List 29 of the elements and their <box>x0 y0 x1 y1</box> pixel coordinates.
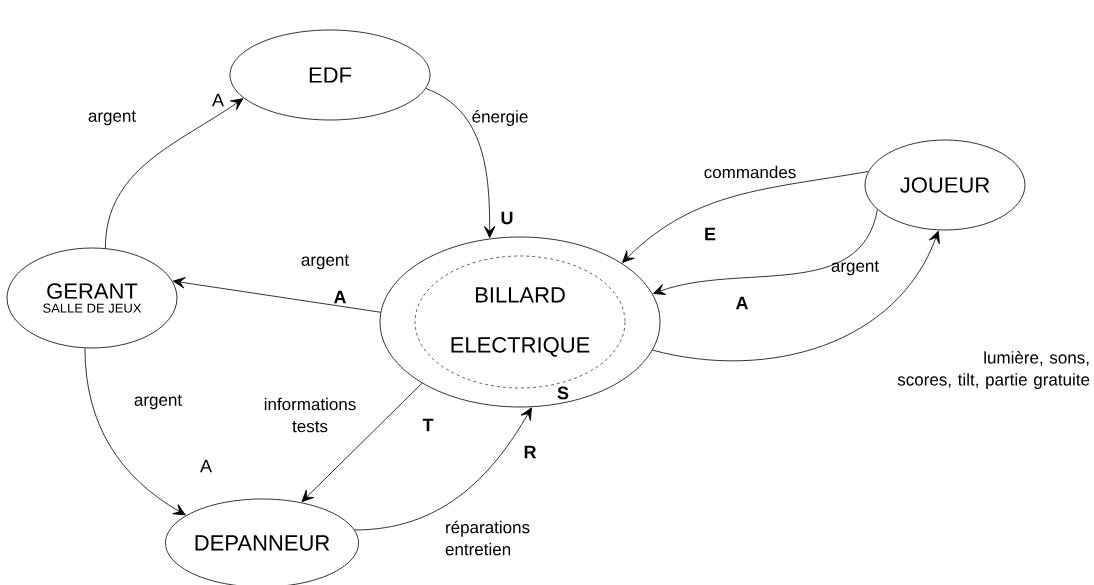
ellipse-node: EDF <box>229 29 431 121</box>
flow-letter: E <box>705 227 716 241</box>
arrow <box>622 171 869 263</box>
arrow <box>354 407 532 531</box>
edge-label: énergie <box>472 110 528 126</box>
arrow <box>301 382 423 503</box>
arrow <box>84 347 186 516</box>
flow-letter: A <box>333 290 347 304</box>
ellipse-node: JOUEUR <box>864 139 1026 231</box>
flow-letter: A <box>735 296 749 310</box>
arrow <box>652 230 940 362</box>
arrow <box>172 277 381 313</box>
edge-label: lumière, sons, scores, tilt, partie gratuite <box>897 350 1090 389</box>
flow-letter: A <box>200 459 212 473</box>
arrow <box>653 209 878 295</box>
flow-letter: A <box>212 93 224 107</box>
edge-label: commandes <box>704 165 796 179</box>
arrow <box>425 88 496 239</box>
flow-letter: R <box>524 445 537 459</box>
edge-label: argent <box>88 110 136 126</box>
ellipse-node: GERANT SALLE DE JEUX <box>6 247 178 349</box>
flow-letter: U <box>501 211 513 225</box>
arrow <box>104 98 244 249</box>
edge-label: argent <box>301 254 349 270</box>
edge-label: informations tests <box>264 397 356 433</box>
edge-label: argent <box>134 394 182 410</box>
edge-label: réparations entretien <box>445 520 530 556</box>
edge-label: argent <box>831 260 879 276</box>
flow-letter: S <box>557 386 569 400</box>
